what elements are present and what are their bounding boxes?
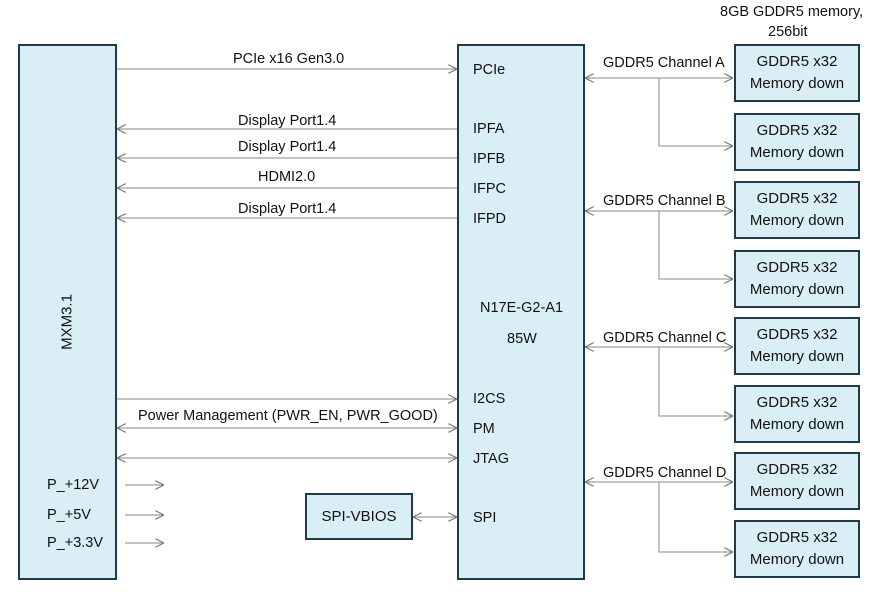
port-ipfa: IPFA <box>473 121 505 137</box>
gpu-model: N17E-G2-A1 <box>480 300 564 316</box>
port-spi: SPI <box>473 510 497 526</box>
gpu-chip <box>457 44 585 580</box>
port-ipfb: IPFB <box>473 151 506 167</box>
gpu-power: 85W <box>507 331 537 347</box>
mxm-module <box>18 44 117 580</box>
spi-vbios-label: SPI-VBIOS <box>321 508 397 525</box>
port-i2cs: I2CS <box>473 391 506 407</box>
port-pm: PM <box>473 421 495 437</box>
link-label-dp1: Display Port1.4 <box>238 113 337 129</box>
channel-a-label: GDDR5 Channel A <box>603 55 725 71</box>
port-ifpd: IFPD <box>473 211 507 227</box>
spi-vbios-box: SPI-VBIOS <box>305 493 413 540</box>
link-label-pcie: PCIe x16 Gen3.0 <box>233 51 345 67</box>
rail-12v: P_+12V <box>47 477 100 493</box>
memory-title-line2: 256bit <box>768 24 808 40</box>
rail-33v: P_+3.3V <box>47 535 104 551</box>
link-label-dp2: Display Port1.4 <box>238 139 337 155</box>
link-label-hdmi: HDMI2.0 <box>258 169 316 185</box>
port-jtag: JTAG <box>473 451 509 467</box>
link-label-pm: Power Management (PWR_EN, PWR_GOOD) <box>138 408 438 424</box>
link-label-dp3: Display Port1.4 <box>238 201 337 217</box>
rail-5v: P_+5V <box>47 507 91 523</box>
channel-b-label: GDDR5 Channel B <box>603 193 726 209</box>
channel-d-label: GDDR5 Channel D <box>603 465 727 481</box>
memory-title-line1: 8GB GDDR5 memory, <box>720 4 864 20</box>
mxm-label: MXM3.1 <box>58 294 76 350</box>
channel-c-label: GDDR5 Channel C <box>603 330 727 346</box>
port-ifpc: IFPC <box>473 181 507 197</box>
port-pcie: PCIe <box>473 62 506 78</box>
